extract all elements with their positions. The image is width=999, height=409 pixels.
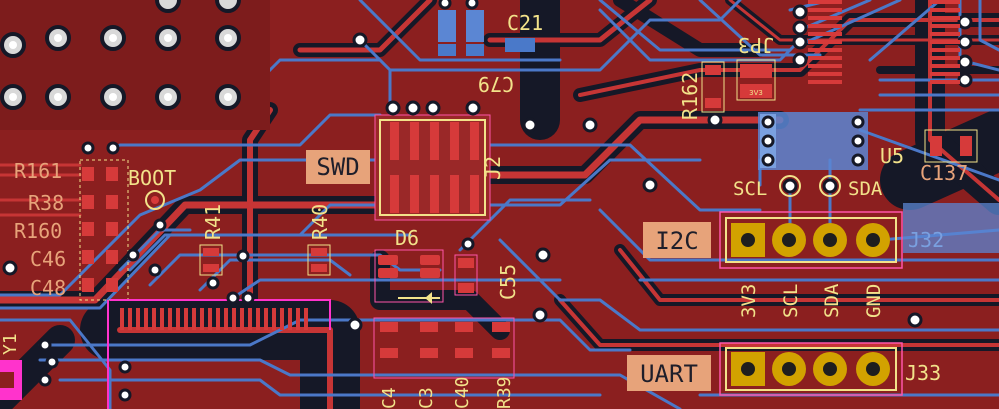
passive-column-left — [79, 159, 165, 301]
sda-silk: SDA — [848, 178, 883, 200]
r162-ref: R162 — [678, 72, 702, 120]
svg-text:C3: C3 — [416, 387, 437, 409]
svg-text:GND: GND — [863, 284, 885, 318]
j32-ref: J32 — [908, 228, 944, 252]
module-u5[interactable] — [758, 112, 868, 170]
capacitor-c137 — [924, 129, 978, 163]
c79-ref: C79 — [478, 72, 514, 96]
boot-label: BOOT — [128, 166, 176, 190]
svg-text:3: 3 — [827, 365, 833, 376]
d6-ref: D6 — [395, 226, 419, 250]
svg-text:4: 4 — [870, 236, 876, 247]
diode-d6[interactable] — [374, 249, 444, 304]
svg-text:C40: C40 — [452, 376, 473, 409]
svg-text:C4: C4 — [379, 387, 400, 409]
i2c-header-j32[interactable] — [719, 211, 903, 269]
svg-text:2: 2 — [786, 236, 792, 247]
left-refs: R161 R38 R160 C46 C48 — [14, 159, 66, 300]
capacitor-small-group — [454, 254, 478, 296]
bottom-refs: C4 C3 C40 R39 — [379, 376, 515, 409]
scl-silk: SCL — [733, 178, 767, 200]
capacitor-c21-c79 — [438, 0, 535, 56]
j33-ref: J33 — [905, 361, 941, 385]
mcu-pins — [120, 308, 308, 330]
svg-text:R161: R161 — [14, 159, 62, 183]
svg-text:UART: UART — [640, 360, 698, 388]
swd-connector-j2[interactable] — [374, 100, 491, 221]
passive-cluster-bottom — [373, 317, 515, 379]
i2c-label: I2C — [643, 222, 711, 258]
svg-text:I2C: I2C — [655, 227, 698, 255]
svg-text:C48: C48 — [30, 276, 66, 300]
jp3-ref: JP3 — [738, 33, 774, 57]
uart-header-j33[interactable] — [719, 342, 903, 396]
i2c-pin-labels: 3V3 SCL SDA GND — [738, 283, 885, 318]
swd-label: SWD — [306, 150, 370, 184]
svg-text:R160: R160 — [14, 219, 62, 243]
u5-ref: U5 — [880, 144, 904, 168]
y1-ref: Y1 — [0, 333, 21, 355]
j2-ref: J2 — [481, 156, 505, 180]
svg-text:R38: R38 — [28, 191, 64, 215]
uart-label: UART — [627, 355, 711, 391]
svg-text:C46: C46 — [30, 247, 66, 271]
resistor-r162 — [701, 61, 725, 113]
r41-ref: R41 — [201, 204, 225, 240]
c137-ref: C137 — [920, 161, 968, 185]
mcu-courtyard — [110, 299, 331, 330]
svg-text:SWD: SWD — [316, 153, 359, 181]
svg-text:1: 1 — [745, 236, 751, 247]
svg-text:4: 4 — [870, 365, 876, 376]
svg-text:3V3: 3V3 — [738, 284, 760, 318]
svg-text:R39: R39 — [494, 376, 515, 409]
via-field-left — [0, 0, 270, 130]
svg-text:SCL: SCL — [780, 284, 802, 318]
svg-text:1: 1 — [745, 365, 751, 376]
jumper-jp3[interactable]: 3V3 — [736, 59, 776, 101]
c21-ref: C21 — [507, 11, 543, 35]
c55-ref: C55 — [496, 264, 520, 300]
i2c-pin-numbers: 1 2 3 4 — [745, 236, 876, 247]
resistors-r41-r40 — [199, 244, 331, 276]
j32-blue-block — [903, 203, 999, 253]
crystal-y1 — [0, 360, 22, 400]
pullup-vias — [782, 178, 838, 194]
svg-text:2: 2 — [786, 365, 792, 376]
svg-text:3V3: 3V3 — [749, 89, 763, 97]
r40-ref: R40 — [308, 204, 332, 240]
uart-pin-numbers: 1 2 3 4 — [745, 365, 876, 376]
svg-text:3: 3 — [827, 236, 833, 247]
via-grid — [0, 0, 241, 110]
svg-text:SDA: SDA — [821, 283, 843, 318]
signal-vias — [38, 141, 475, 402]
right-header-vias — [2, 0, 973, 333]
